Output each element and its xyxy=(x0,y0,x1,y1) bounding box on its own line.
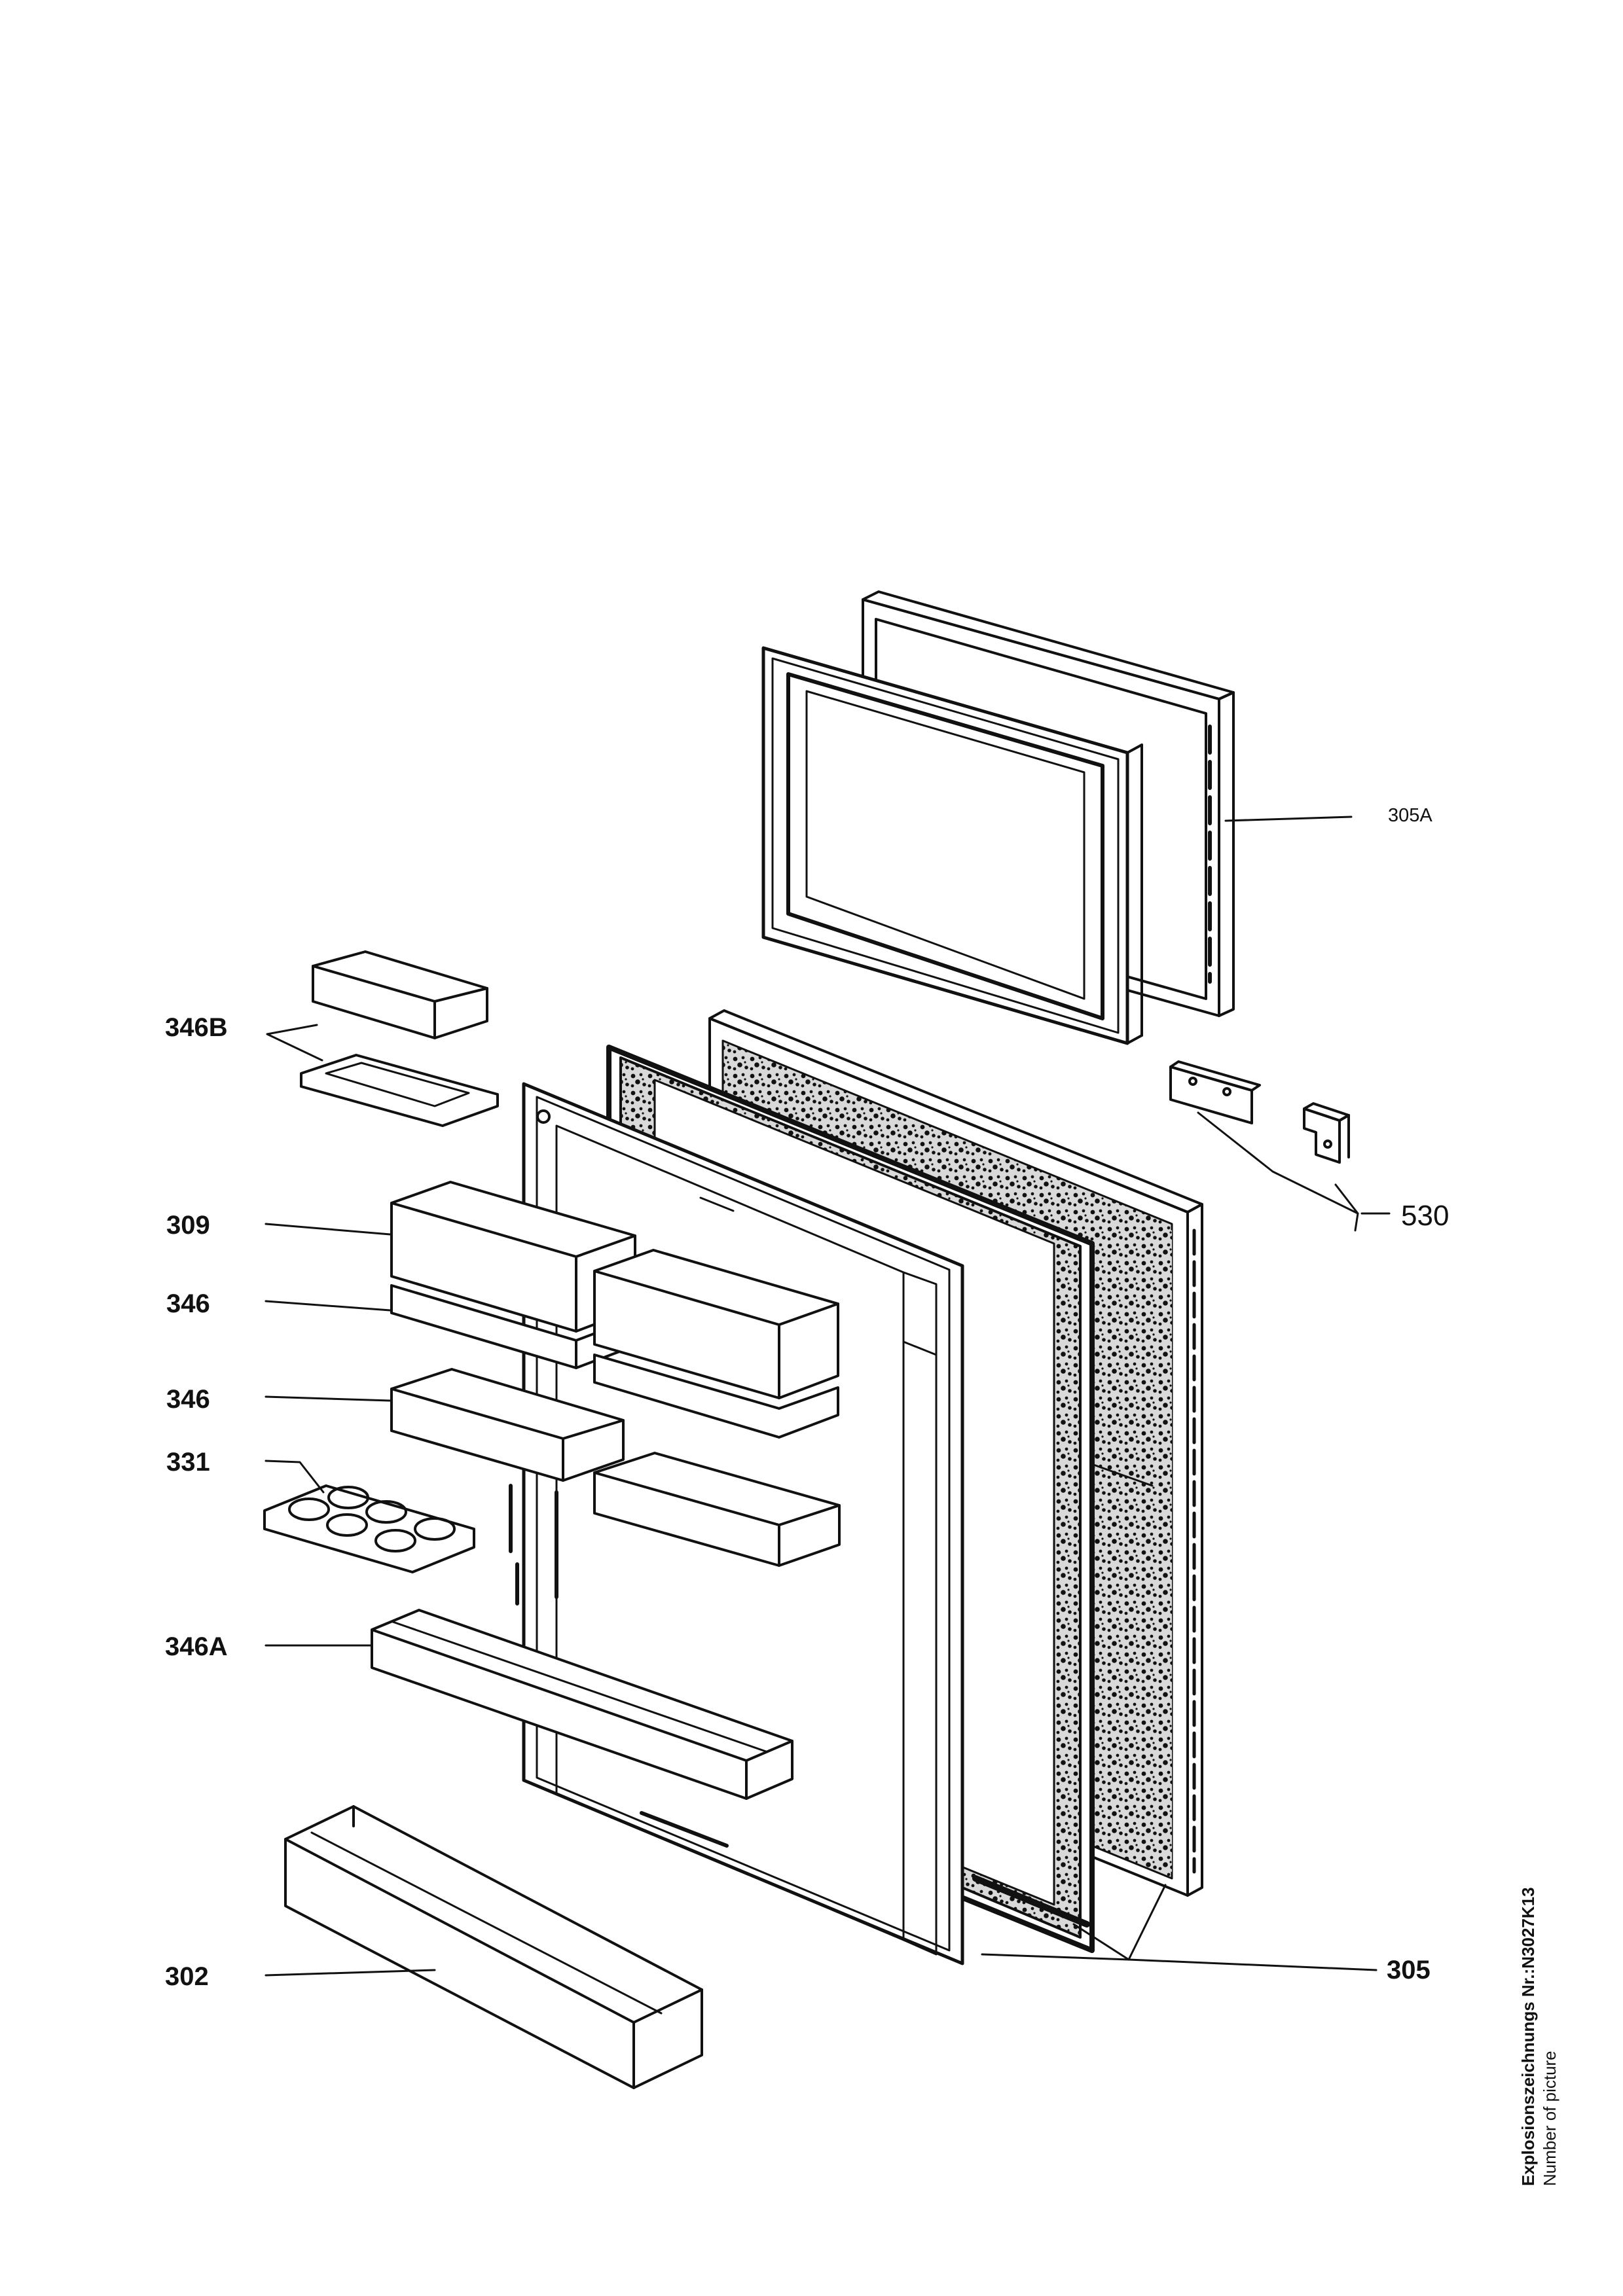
butter-dish-346B xyxy=(300,950,499,1127)
egg-tray-331 xyxy=(263,1484,475,1573)
freezer-door-liner xyxy=(761,646,1143,1045)
label-309: 309 xyxy=(166,1211,210,1240)
drawing-number-note: Explosionszeichnungs Nr.:N3027K13 Number… xyxy=(1518,1887,1560,2186)
leader-346B xyxy=(266,1024,323,1062)
leader-302 xyxy=(264,1969,436,1977)
leader-331 xyxy=(264,1460,325,1494)
leader-305A xyxy=(1224,816,1353,822)
label-346-second: 346 xyxy=(166,1385,210,1414)
label-305: 305 xyxy=(1387,1956,1431,1984)
leader-346-1 xyxy=(264,1300,392,1312)
covered-shelf-309-left xyxy=(390,1181,636,1369)
leader-346-2 xyxy=(264,1395,392,1402)
door-shelf-346-right xyxy=(593,1452,841,1567)
long-shelf-346A xyxy=(371,1609,793,1800)
label-305A: 305A xyxy=(1388,805,1432,826)
label-346B: 346B xyxy=(165,1013,228,1042)
hinge-bracket-530 xyxy=(1169,1060,1350,1164)
drawing-number: Explosionszeichnungs Nr.:N3027K13 xyxy=(1518,1887,1538,2186)
door-shelf-346-left xyxy=(390,1368,625,1482)
leader-309 xyxy=(264,1223,392,1236)
leader-530 xyxy=(1197,1111,1359,1232)
label-346A: 346A xyxy=(165,1632,228,1661)
number-of-picture: Number of picture xyxy=(1539,2051,1559,2186)
covered-shelf-309-right xyxy=(593,1249,839,1439)
label-346-first: 346 xyxy=(166,1289,210,1318)
leader-305 xyxy=(981,1953,1377,1971)
bottle-shelf-302 xyxy=(284,1805,703,2089)
label-302: 302 xyxy=(165,1962,209,1991)
label-530: 530 xyxy=(1401,1200,1450,1232)
label-331: 331 xyxy=(166,1448,210,1477)
